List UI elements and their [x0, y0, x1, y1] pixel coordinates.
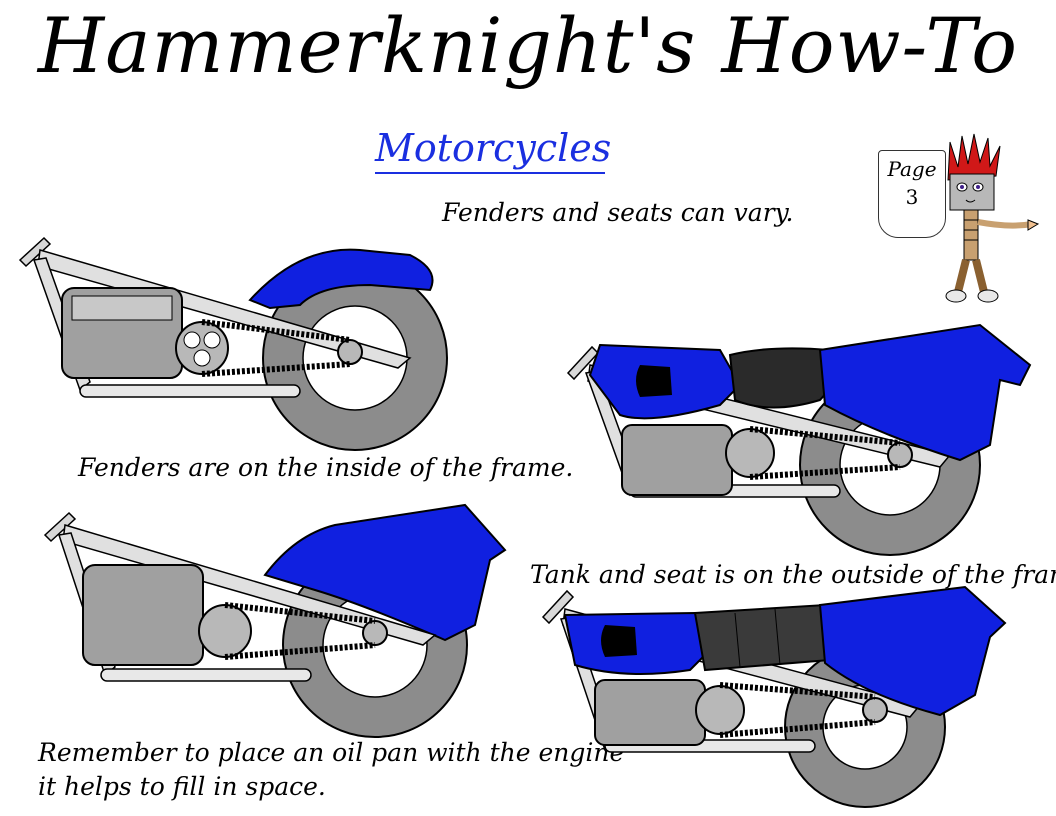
- motorcycle-cover-fender: [43, 503, 507, 738]
- page-number: 3: [905, 185, 919, 209]
- caption-inside-frame: Fenders are on the inside of the frame.: [78, 453, 574, 482]
- caption-intro: Fenders and seats can vary.: [442, 198, 794, 227]
- motorcycle-tank-seat-block: [541, 585, 1007, 808]
- caption-oil-pan-2: it helps to fill in space.: [38, 772, 326, 801]
- subtitle-link[interactable]: Motorcycles: [375, 127, 611, 174]
- caption-outside-frame: Tank and seat is on the outside of the f…: [530, 560, 1056, 589]
- page-title: Hammerknight's How-To: [37, 1, 1019, 90]
- hammerknight-mascot: [945, 133, 1040, 303]
- motorcycle-fender-inside: [18, 236, 448, 451]
- page-label: Page: [887, 157, 937, 181]
- motorcycle-tank-seat-scaled: [566, 323, 1032, 556]
- caption-oil-pan-1: Remember to place an oil pan with the en…: [38, 738, 625, 767]
- page-badge: Page 3: [878, 150, 946, 238]
